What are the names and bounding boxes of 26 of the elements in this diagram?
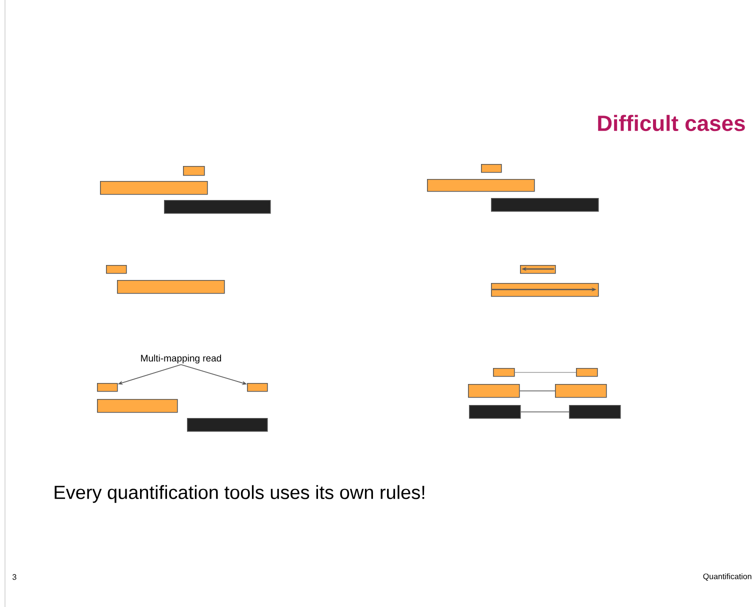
read-bar [493,368,515,377]
read-bar [117,280,225,294]
read-bar [491,198,599,212]
read-bar [106,265,127,274]
read-label: Multi-mapping read [141,354,222,364]
read-bar [569,405,621,419]
read-bar [187,418,268,432]
footer-text: Quantification [703,573,752,581]
connector-line [519,390,556,392]
read-bar [183,166,205,176]
body-text: Every quantification tools uses its own rules! [54,485,424,503]
slide-title: Difficult cases [598,114,745,132]
read-bar [100,181,208,195]
read-bar [247,383,268,392]
read-bar [97,399,178,413]
read-bar [164,200,271,214]
read-bar [555,384,607,398]
read-bar [576,368,598,377]
connector-line [514,372,576,373]
read-bar [469,405,521,419]
page-number: 3 [12,574,16,580]
read-bar [468,384,520,398]
read-bar [97,383,118,392]
read-bar [491,283,599,297]
read-bar [427,179,535,192]
read-bar [481,164,502,173]
